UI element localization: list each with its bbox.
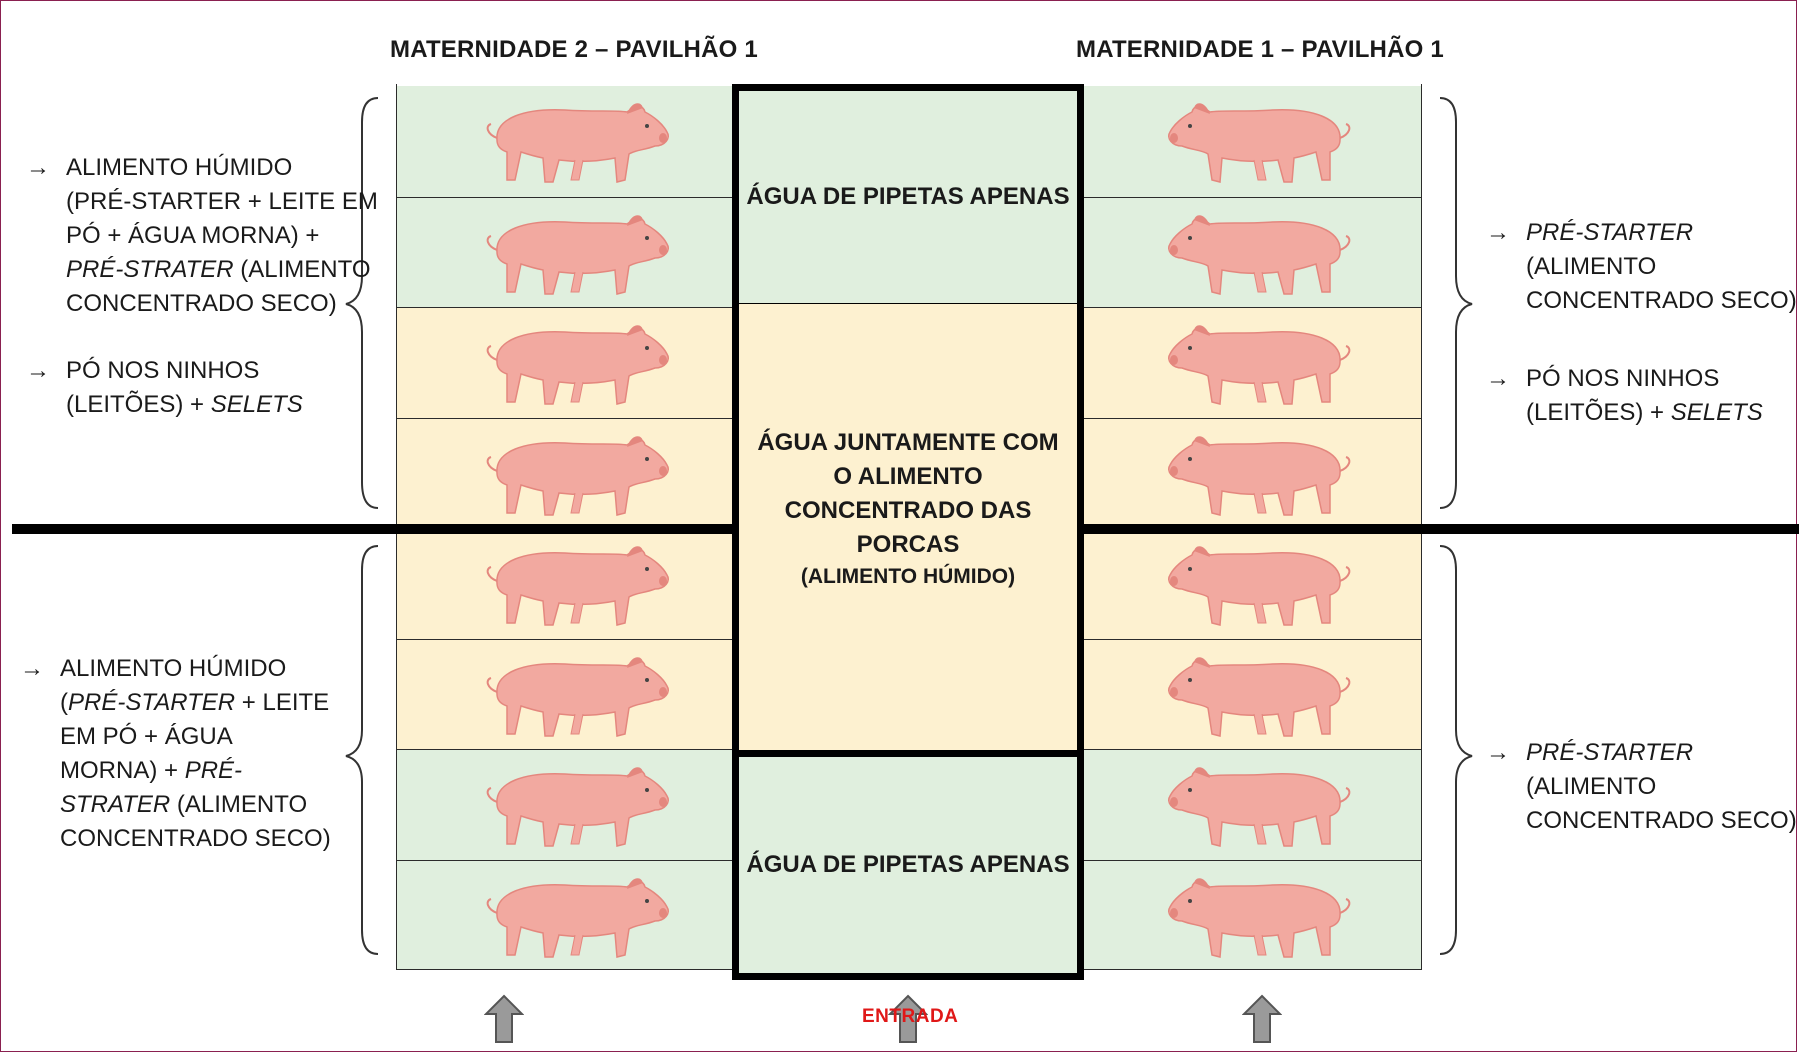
right-divider-line: [1082, 524, 1799, 534]
note-right-top-feed: → PRÉ-STARTER (ALIMENTO CONCENTRADO SECO): [1486, 216, 1797, 318]
pig-icon: [1168, 214, 1351, 295]
left-bottom-brace: [345, 545, 379, 955]
note-arrow: →: [26, 357, 50, 384]
note-line: EM PÓ + ÁGUA: [60, 723, 233, 750]
center-middle-sub: (ALIMENTO HÚMIDO): [800, 565, 1016, 588]
header-maternidade-2: MATERNIDADE 2 – PAVILHÃO 1: [390, 36, 758, 63]
pig-icon: [1168, 877, 1351, 958]
note-italic: PRÉ-STARTER: [1526, 219, 1694, 246]
note-line: CONCENTRADO SECO): [1526, 807, 1797, 834]
center-box-bottom: ÁGUA DE PIPETAS APENAS: [732, 750, 1084, 980]
left-divider-line: [12, 524, 734, 534]
note-arrow: →: [1486, 739, 1510, 766]
note-left-top-feed: → ALIMENTO HÚMIDO (PRÉ-STARTER + LEITE EM…: [26, 151, 378, 321]
pig-icon: [486, 546, 669, 626]
note-italic: PRÉ-STARTER: [68, 689, 236, 716]
pig-icon: [1168, 103, 1351, 183]
note-line: PÓ NOS NINHOS: [1526, 365, 1720, 392]
pen-stall: [396, 859, 734, 970]
pig-icon: [486, 435, 669, 516]
pig-icon: [1168, 325, 1351, 405]
note-line: ALIMENTO HÚMIDO: [60, 655, 287, 682]
center-middle-line-4: PORCAS: [856, 531, 960, 558]
pig-icon: [486, 767, 669, 847]
note-italic: SELETS: [210, 391, 303, 418]
pig-icon: [1168, 546, 1351, 626]
note-left-top-nest: → PÓ NOS NINHOS (LEITÕES) + SELETS: [26, 354, 303, 422]
center-middle-line-1: ÁGUA JUNTAMENTE COM: [757, 429, 1059, 456]
right-top-brace: [1439, 97, 1473, 509]
left-top-brace: [345, 97, 379, 509]
note-right-top-nest: → PÓ NOS NINHOS (LEITÕES) + SELETS: [1486, 362, 1763, 430]
up-arrow-icon: [484, 994, 524, 1043]
header-maternidade-1: MATERNIDADE 1 – PAVILHÃO 1: [1076, 36, 1444, 63]
up-arrow-icon: [1242, 994, 1282, 1043]
note-text: (ALIMENTO: [233, 256, 371, 283]
pen-stall: [396, 528, 734, 639]
pen-stall: [1082, 859, 1422, 970]
note-text: (LEITÕES) +: [66, 391, 211, 418]
note-line: PÓ NOS NINHOS: [66, 357, 260, 384]
pen-stall: [396, 86, 734, 197]
note-text: (ALIMENTO: [170, 791, 308, 818]
up-arrow-icon: [888, 994, 928, 1043]
note-line: PÓ + ÁGUA MORNA) +: [66, 222, 320, 249]
note-italic: STRATER: [60, 791, 171, 818]
pen-stall: [1082, 417, 1422, 528]
pen-stall: [1082, 307, 1422, 418]
center-box-middle: ÁGUA JUNTAMENTE COM O ALIMENTO CONCENTRA…: [732, 304, 1084, 754]
center-middle-line-2: O ALIMENTO: [833, 463, 983, 490]
center-top-label: ÁGUA DE PIPETAS APENAS: [746, 183, 1070, 210]
note-right-bottom-feed: → PRÉ-STARTER (ALIMENTO CONCENTRADO SECO): [1486, 736, 1797, 838]
center-middle-line-3: CONCENTRADO DAS: [784, 497, 1032, 524]
note-line: (ALIMENTO: [1526, 773, 1657, 800]
pen-stall: [396, 638, 734, 749]
note-left-bottom-feed: → ALIMENTO HÚMIDO (PRÉ-STARTER + LEITE EM…: [20, 652, 331, 856]
note-text: + LEITE: [235, 689, 330, 716]
pen-stall: [1082, 528, 1422, 639]
note-text: (: [60, 689, 68, 716]
pen-stall: [396, 749, 734, 860]
note-line: CONCENTRADO SECO): [60, 825, 331, 852]
note-italic: PRÉ-STRATER: [66, 256, 234, 283]
pig-icon: [1168, 767, 1351, 847]
note-text: (LEITÕES) +: [1526, 399, 1671, 426]
pig-icon: [486, 214, 669, 295]
pen-stall: [396, 417, 734, 528]
note-italic: PRÉ-: [184, 757, 243, 784]
pen-stall: [396, 196, 734, 307]
note-italic: PRÉ-STARTER: [1526, 739, 1694, 766]
note-arrow: →: [1486, 219, 1510, 246]
pen-stall: [396, 307, 734, 418]
note-arrow: →: [26, 154, 50, 181]
note-line: (ALIMENTO: [1526, 253, 1657, 280]
pig-icon: [1168, 656, 1351, 737]
note-italic: SELETS: [1670, 399, 1763, 426]
pen-stall: [1082, 196, 1422, 307]
pig-icon: [486, 877, 669, 958]
pen-stall: [1082, 86, 1422, 197]
center-bottom-label: ÁGUA DE PIPETAS APENAS: [746, 851, 1070, 878]
note-arrow: →: [20, 655, 44, 682]
note-line: (PRÉ-STARTER + LEITE EM: [66, 188, 378, 215]
pig-icon: [1168, 435, 1351, 516]
pig-icon: [486, 103, 669, 183]
note-line: CONCENTRADO SECO): [66, 290, 337, 317]
pig-icon: [486, 325, 669, 405]
pig-icon: [486, 656, 669, 737]
center-box-top: ÁGUA DE PIPETAS APENAS: [732, 84, 1084, 310]
entrance-label: ENTRADA: [862, 1006, 959, 1027]
right-bottom-brace: [1439, 545, 1473, 955]
pen-stall: [1082, 749, 1422, 860]
note-line: CONCENTRADO SECO): [1526, 287, 1797, 314]
pen-stall: [1082, 638, 1422, 749]
note-line: ALIMENTO HÚMIDO: [66, 154, 293, 181]
note-arrow: →: [1486, 365, 1510, 392]
note-text: MORNA) +: [60, 757, 185, 784]
